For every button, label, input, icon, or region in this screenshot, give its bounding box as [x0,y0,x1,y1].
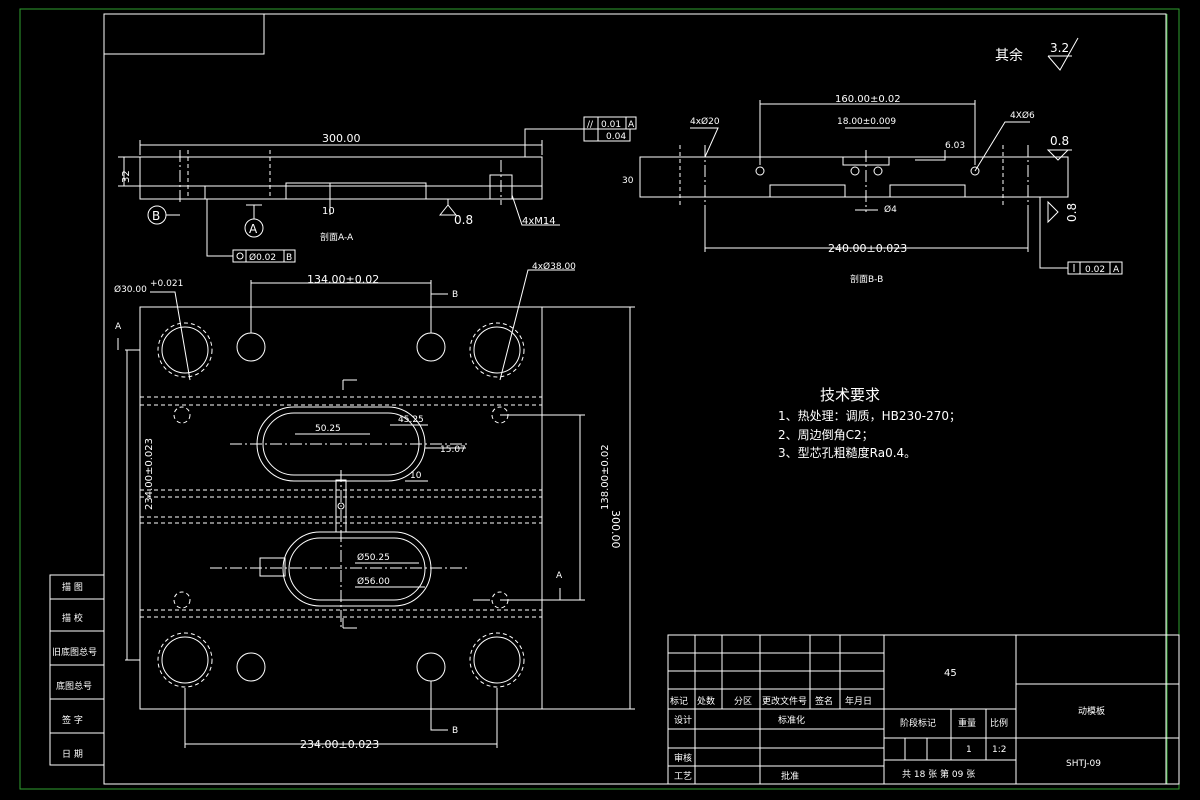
plan-top-span: 134.00±0.02 [307,273,379,286]
dia-in: Ø50.25 [357,552,390,563]
tb-process: 工艺 [674,771,692,782]
tb-h0: 标记 [670,695,688,707]
b-label-bottom: B [452,726,458,736]
tol-flat: 0.04 [606,132,626,142]
b-label-top: B [452,290,458,300]
tb-scale: 比例 [990,717,1008,729]
tb-standard: 标准化 [778,714,805,726]
side-label-4: 签 字 [62,714,83,726]
inner-frame [103,13,1167,785]
tol-conc-datum: B [286,253,292,263]
bb-pins: 4XØ6 [1010,110,1035,121]
tol-parallel: 0.01 [601,120,621,130]
title-block: 标记 处数 分区 更改文件号 签名 年月日 设计 标准化 审核 工艺 批准 阶段… [667,634,1180,785]
tb-scale-value: 1:2 [992,745,1006,755]
outer-frame [19,8,1180,790]
tb-h1: 处数 [697,695,715,707]
bb-span: 160.00±0.02 [835,94,901,105]
roughness-value: 3.2 [1050,41,1069,55]
datum-b-label: B [152,209,160,223]
side-label-2: 旧底图总号 [52,646,97,658]
bb-small: 18.00±0.009 [837,117,896,127]
aa-title: 剖面A-A [320,231,354,243]
section-bb: 160.00±0.02 18.00±0.009 4xØ20 4XØ6 6.03 … [622,94,1123,285]
plan-bore-tol: +0.021 [150,279,183,289]
datum-a-label: A [249,222,258,236]
tb-h5: 年月日 [845,695,872,707]
bb-dia: Ø4 [884,204,897,215]
plan-height-left: 234.00±0.023 [144,438,155,510]
dia-out: Ø56.00 [357,576,390,587]
plan-view: 134.00±0.02 B Ø30.00 +0.021 4xØ38.00 300… [114,261,635,751]
tol-conc: Ø0.02 [249,252,276,263]
section-aa: 300.00 32 10 0.8 4xM14 剖面A-A B A // 0.01… [118,116,637,263]
tb-approve: 批准 [781,770,799,782]
tech-title: 技术要求 [820,386,880,404]
tb-drawing-no: SHTJ-09 [1066,759,1101,769]
tb-material: 45 [944,668,957,679]
top-left-box [103,13,265,55]
tb-sheets: 共 18 张 第 09 张 [902,768,975,780]
tb-stage: 阶段标记 [900,717,936,729]
plan-bore: Ø30.00 [114,284,147,295]
plan-height-mid: 138.00±0.02 [600,444,611,510]
svg-text://: // [587,120,594,130]
aa-depth: 10 [322,206,335,217]
plan-counter: 4xØ38.00 [532,261,576,272]
technical-requirements: 技术要求 1、热处理：调质，HB230-270； 2、周边倒角C2； 3、型芯孔… [778,386,961,460]
tech-item-3: 3、型芯孔粗糙度Ra0.4。 [778,445,916,460]
slot-a: 45.25 [398,415,424,425]
slot-c: 10 [410,471,422,481]
bb-height: 30 [622,176,634,186]
tb-weight: 重量 [958,717,976,729]
bb-length: 240.00±0.023 [828,242,907,255]
tb-review: 审核 [674,752,692,764]
bb-title: 剖面B-B [850,273,883,285]
aa-rough: 0.8 [454,213,473,227]
side-label-1: 描 校 [62,612,83,624]
slot-b: 15.07 [440,445,466,455]
tb-qty: 1 [966,745,972,755]
a-label-left: A [115,322,122,332]
plan-bottom-span: 234.00±0.023 [300,738,379,751]
slot-len: 50.25 [315,424,341,434]
aa-thread: 4xM14 [522,216,556,227]
bb-rough: 0.8 [1050,134,1069,148]
bb-tol-perp: 0.02 [1085,265,1105,275]
tb-h2: 分区 [734,696,752,707]
bb-rough-side: 0.8 [1065,203,1079,222]
tb-part-name: 动模板 [1078,705,1105,717]
aa-length: 300.00 [322,132,361,145]
plan-width: 300.00 [609,510,622,549]
bb-holes: 4xØ20 [690,116,720,127]
bb-depth: 6.03 [945,141,965,151]
tb-design: 设计 [674,714,692,726]
tb-h4: 签名 [815,695,833,707]
roughness-label: 其余 [995,47,1023,64]
tech-item-2: 2、周边倒角C2； [778,428,874,442]
tb-h3: 更改文件号 [762,695,807,707]
side-label-5: 日 期 [62,749,83,760]
side-label-0: 描 图 [62,581,83,593]
roughness-note: 其余 3.2 [995,37,1079,71]
side-label-3: 底图总号 [56,680,92,692]
side-label-column: 描 图 描 校 旧底图总号 底图总号 签 字 日 期 [49,574,105,766]
a-label-right: A [556,571,563,581]
tol-parallel-datum: A [628,120,635,130]
tech-item-1: 1、热处理：调质，HB230-270； [778,409,961,423]
aa-height: 32 [121,170,132,183]
bb-tol-datum: A [1113,265,1120,275]
